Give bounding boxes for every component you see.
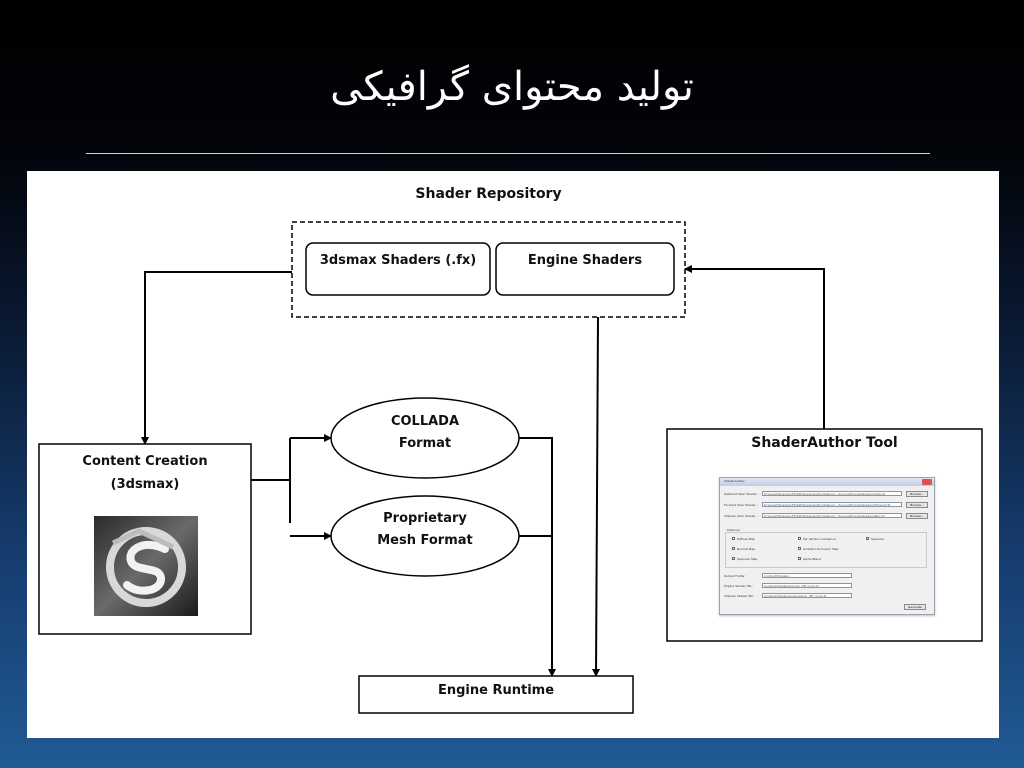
- output-folder-label: Output Folder :: [724, 574, 747, 578]
- normal-map-checkbox[interactable]: [732, 547, 735, 550]
- arrow-engine-shaders-to-runtime: [592, 316, 601, 677]
- close-icon: [922, 479, 932, 485]
- shaderauthor-label: ShaderAuthor Tool: [751, 435, 898, 451]
- content-creation-title: Content Creation: [82, 454, 208, 469]
- shaderauthor-window: ShaderAuthor Deferred Uber Shader : D:\G…: [719, 477, 935, 615]
- max-shaders-label: 3dsmax Shaders (.fx): [319, 253, 477, 268]
- proprietary-label-line2: Mesh Format: [377, 533, 473, 548]
- deferred-shader-label: Deferred Uber Shader :: [724, 492, 759, 496]
- max-shader-file-label: 3dsmax Shader file :: [724, 594, 755, 598]
- deferred-shader-field[interactable]: D:\Graph\Shaders\FX\SRI\ShaderAuthor\Deb…: [762, 491, 902, 496]
- engine-shaders-label: Engine Shaders: [527, 253, 643, 268]
- window-title: ShaderAuthor: [724, 479, 745, 483]
- collada-label-line2: Format: [398, 436, 452, 451]
- specular-map-label: Specular Map: [737, 557, 758, 561]
- arrow-shaderauthor-to-repo: [684, 265, 825, 429]
- ambient-occlusion-label: Ambient Occlusion Map: [803, 547, 839, 551]
- features-group: [725, 532, 927, 568]
- generate-button[interactable]: Generate: [904, 604, 926, 610]
- collada-label-line1: COLLADA: [390, 414, 460, 429]
- max-shader-file-field[interactable]: Content\Shaders\max\phong_diff_norm.fx: [762, 593, 852, 598]
- slide-title: تولید محتوای گرافیکی: [330, 64, 694, 110]
- max-browse-button[interactable]: Browse...: [906, 513, 928, 519]
- features-label: Features: [727, 528, 740, 532]
- per-vertex-luminance-label: Per Vertex Luminance: [803, 537, 836, 541]
- engine-shaders-box: [495, 242, 675, 296]
- title-divider: [86, 153, 930, 154]
- engine-runtime-label: Engine Runtime: [437, 683, 555, 698]
- alpha-blend-checkbox[interactable]: [798, 557, 801, 560]
- specular-label: Specular: [871, 537, 885, 541]
- diffuse-map-checkbox[interactable]: [732, 537, 735, 540]
- per-vertex-luminance-checkbox[interactable]: [798, 537, 801, 540]
- specular-map-checkbox[interactable]: [732, 557, 735, 560]
- window-titlebar: ShaderAuthor: [720, 478, 934, 486]
- arrow-collada-to-runtime: [519, 437, 556, 677]
- normal-map-label: Normal Map: [737, 547, 756, 551]
- diffuse-map-label: Diffuse Map: [737, 537, 755, 541]
- engine-shader-file-field[interactable]: Content\Shaders\phong_diff_norm.fx: [762, 583, 852, 588]
- forward-shader-label: Forward Uber Shader :: [724, 503, 758, 507]
- 3dsmax-logo: [94, 516, 198, 616]
- ambient-occlusion-checkbox[interactable]: [798, 547, 801, 550]
- specular-checkbox[interactable]: [866, 537, 869, 540]
- shader-repository-label: Shader Repository: [415, 186, 562, 202]
- diagram-panel: Shader Repository 3dsmax Shaders (.fx) E…: [27, 171, 999, 738]
- content-creation-subtitle: (3dsmax): [110, 477, 180, 492]
- forward-browse-button[interactable]: Browse...: [906, 502, 928, 508]
- arrow-repo-to-content: [141, 271, 292, 445]
- engine-runtime-box: [358, 675, 634, 714]
- max-shaders-box: [305, 242, 491, 296]
- deferred-browse-button[interactable]: Browse...: [906, 491, 928, 497]
- proprietary-label-line1: Proprietary: [383, 511, 467, 526]
- output-folder-field[interactable]: Content\Shaders: [762, 573, 852, 578]
- engine-shader-file-label: Engine Shader file :: [724, 584, 754, 588]
- max-shader-field[interactable]: D:\Graph\Shaders\FX\SRI\ShaderAuthor\Deb…: [762, 513, 902, 518]
- alpha-blend-label: Alpha Blend: [803, 557, 822, 561]
- forward-shader-field[interactable]: D:\Graph\Shaders\FX\SRI\ShaderAuthor\Deb…: [762, 502, 902, 507]
- max-shader-label: 3dsmax Uber Shader :: [724, 514, 758, 518]
